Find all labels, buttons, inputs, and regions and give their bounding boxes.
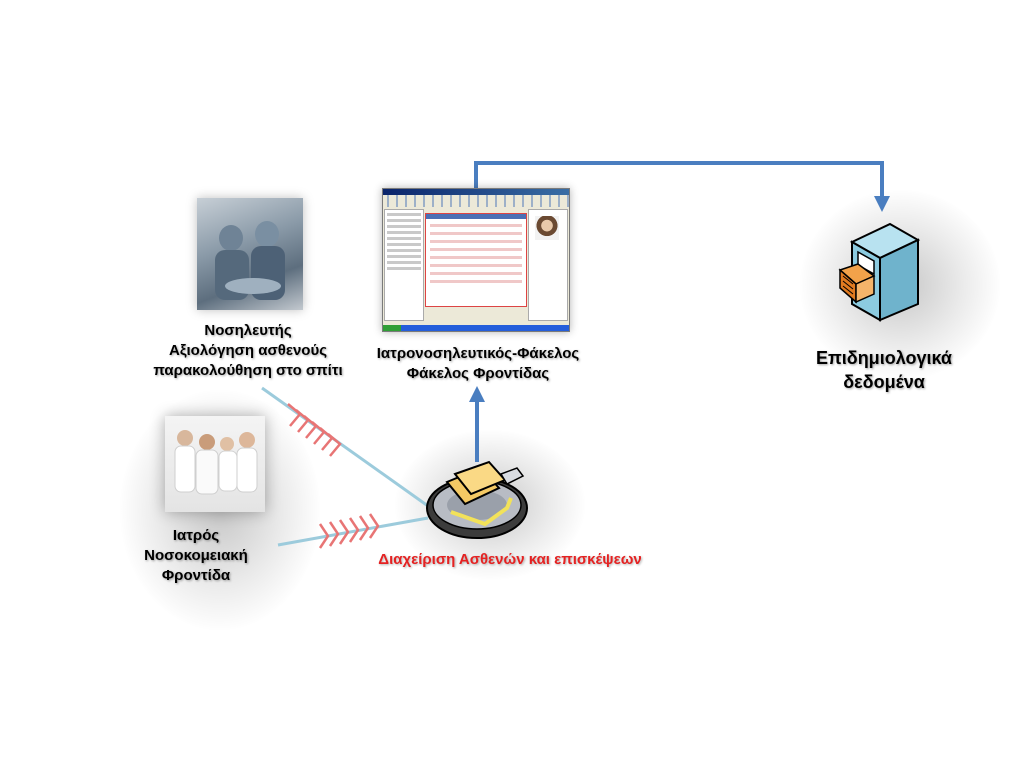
record-label-line2: Φάκελος Φροντίδας [406,365,550,382]
chevrons-nurse-link [287,403,342,457]
medical-team-photo [165,416,265,512]
surgeons-photo [197,198,303,310]
nurse-label-line3: παρακολούθηση στο σπίτι [153,362,343,379]
chevrons-doctor-link [318,513,380,549]
management-label: Διαχείριση Ασθενών και επισκέψεων [340,550,680,570]
doctor-label-line1: Ιατρός [172,527,220,544]
app-dialog [425,213,527,307]
record-label-line1: Ιατρονοσηλευτικός-Φάκελος [376,345,580,362]
app-title-bar [383,189,569,195]
arrowhead-epidemiology [874,196,890,212]
management-label-text: Διαχείριση Ασθενών και επισκέψεων [378,551,642,568]
doctor-label-line2: Νοσοκομειακή [144,547,248,564]
epidemiology-label-line2: δεδομένα [843,372,925,392]
app-left-panel [384,209,424,321]
team-illustration [174,430,258,495]
nurse-label: Νοσηλευτής Αξιολόγηση ασθενούς παρακολού… [128,321,368,381]
doctor-label-line3: Φροντίδα [161,567,231,584]
record-label: Ιατρονοσηλευτικός-Φάκελος Φάκελος Φροντί… [355,344,601,384]
folder-disc-icon [426,460,528,539]
arrow-record-to-epidemiology [474,161,884,198]
doctor-label: Ιατρός Νοσοκομειακή Φροντίδα [126,526,266,586]
link-nurse-to-folder [261,386,429,508]
app-toolbar [383,195,569,207]
nurse-label-line1: Νοσηλευτής [204,322,292,339]
link-doctor-to-folder [277,516,429,547]
arrowhead-record [469,386,485,402]
patient-photo [535,216,559,240]
epidemiology-label: Επιδημιολογικά δεδομένα [790,346,978,394]
app-right-panel [528,209,568,321]
surgeons-illustration [215,221,285,300]
nurse-label-line2: Αξιολόγηση ασθενούς [168,342,327,359]
filing-cabinet-icon [838,222,921,322]
epidemiology-label-line1: Επιδημιολογικά [815,348,952,368]
application-screenshot [382,188,570,332]
app-taskbar [383,325,569,331]
